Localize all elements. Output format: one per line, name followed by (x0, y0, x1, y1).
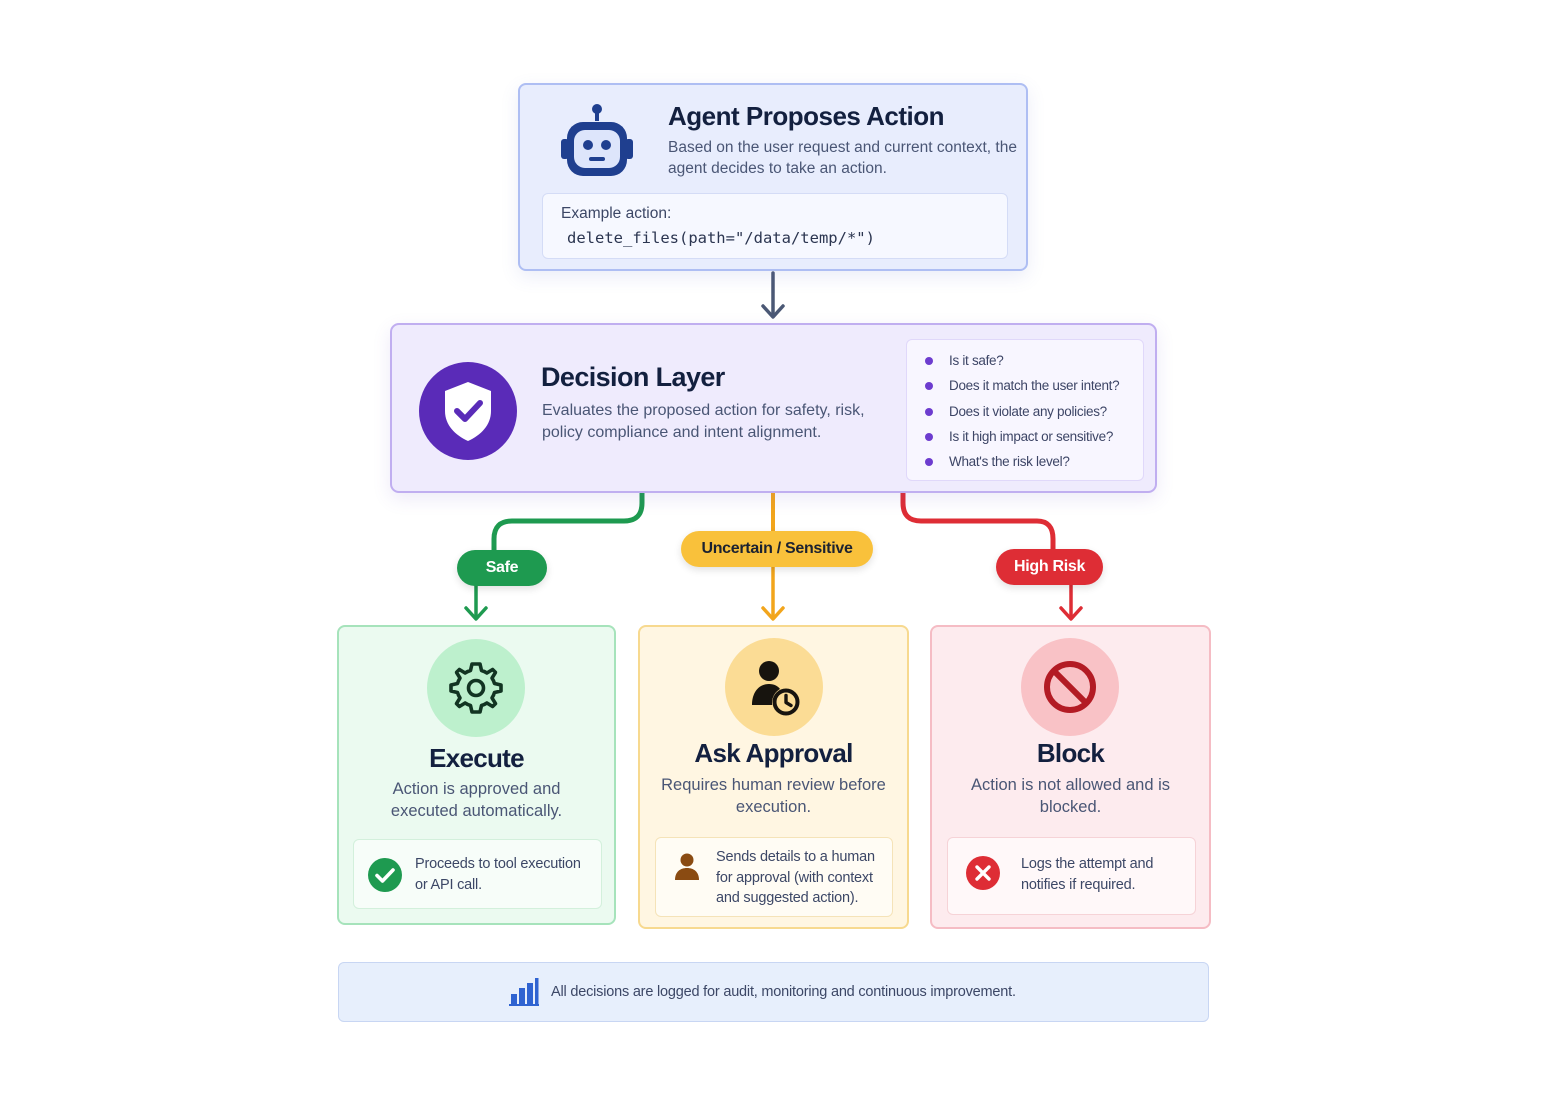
decision-question: Does it match the user intent? (907, 373, 1143, 398)
decision-question: Is it high impact or sensitive? (907, 424, 1143, 449)
decision-title: Decision Layer (541, 362, 725, 392)
bullet-dot (925, 407, 933, 416)
question-text: Does it violate any policies? (949, 403, 1107, 419)
decision-question: Does it violate any policies? (907, 399, 1143, 424)
gear-icon (449, 662, 503, 714)
execute-note-text: Proceeds to tool execution or API call. (415, 856, 581, 893)
execute-title: Execute (429, 743, 525, 773)
approval-note: Sends details to a human for approval (w… (655, 837, 893, 917)
check-circle-icon (368, 858, 402, 892)
approval-title: Ask Approval (694, 738, 853, 768)
bullet-dot (925, 458, 933, 467)
shield-check-icon (419, 362, 517, 460)
agent-description: Based on the user request and current co… (668, 139, 1017, 177)
block-icon-circle (1021, 638, 1119, 736)
footer-text: All decisions are logged for audit, moni… (551, 984, 1016, 1000)
x-circle-icon (966, 856, 1000, 890)
high-risk-branch-label: High Risk (996, 549, 1103, 585)
decision-questions-list: Is it safe? Does it match the user inten… (906, 339, 1144, 481)
bar-chart-icon (509, 978, 539, 1006)
question-text: What's the risk level? (949, 454, 1070, 470)
approval-description: Requires human review before execution. (661, 776, 886, 816)
user-icon (675, 853, 699, 880)
uncertain-branch-label: Uncertain / Sensitive (681, 531, 873, 567)
approval-icon-circle (725, 638, 823, 736)
bullet-dot (925, 382, 933, 391)
question-text: Is it safe? (949, 353, 1004, 368)
ask-approval-card: Ask Approval Requires human review befor… (638, 625, 909, 929)
execute-description: Action is approved and executed automati… (390, 780, 563, 820)
approval-note-text: Sends details to a human for approval (w… (716, 849, 875, 906)
decision-layer-card: Decision Layer Evaluates the proposed ac… (390, 323, 1157, 493)
audit-footer: All decisions are logged for audit, moni… (338, 962, 1209, 1022)
robot-icon (561, 104, 633, 176)
example-action-code: delete_files(path="/data/temp/*") (567, 229, 875, 247)
example-action-box: Example action: delete_files(path="/data… (542, 193, 1008, 259)
decision-question: Is it safe? (907, 348, 1143, 373)
block-note: Logs the attempt and notifies if require… (947, 837, 1196, 915)
example-action-label: Example action: (561, 205, 672, 222)
user-clock-icon (752, 661, 800, 716)
execute-note: Proceeds to tool execution or API call. (353, 839, 602, 909)
block-description: Action is not allowed and is blocked. (970, 776, 1171, 816)
block-card: Block Action is not allowed and is block… (930, 625, 1211, 929)
question-text: Does it match the user intent? (949, 378, 1120, 394)
bullet-dot (925, 357, 933, 365)
block-note-text: Logs the attempt and notifies if require… (1021, 856, 1154, 893)
connector-agent-to-decision (761, 271, 785, 319)
decision-description: Evaluates the proposed action for safety… (542, 402, 865, 441)
prohibited-icon (1044, 661, 1096, 713)
question-text: Is it high impact or sensitive? (949, 428, 1114, 444)
execute-card: Execute Action is approved and executed … (337, 625, 616, 925)
agent-title: Agent Proposes Action (668, 101, 945, 131)
safe-branch-label: Safe (457, 550, 547, 586)
execute-icon-circle (427, 639, 525, 737)
agent-proposes-action-card: Agent Proposes Action Based on the user … (518, 83, 1028, 271)
bullet-dot (925, 432, 933, 441)
decision-question: What's the risk level? (907, 449, 1143, 474)
block-title: Block (1036, 738, 1105, 768)
